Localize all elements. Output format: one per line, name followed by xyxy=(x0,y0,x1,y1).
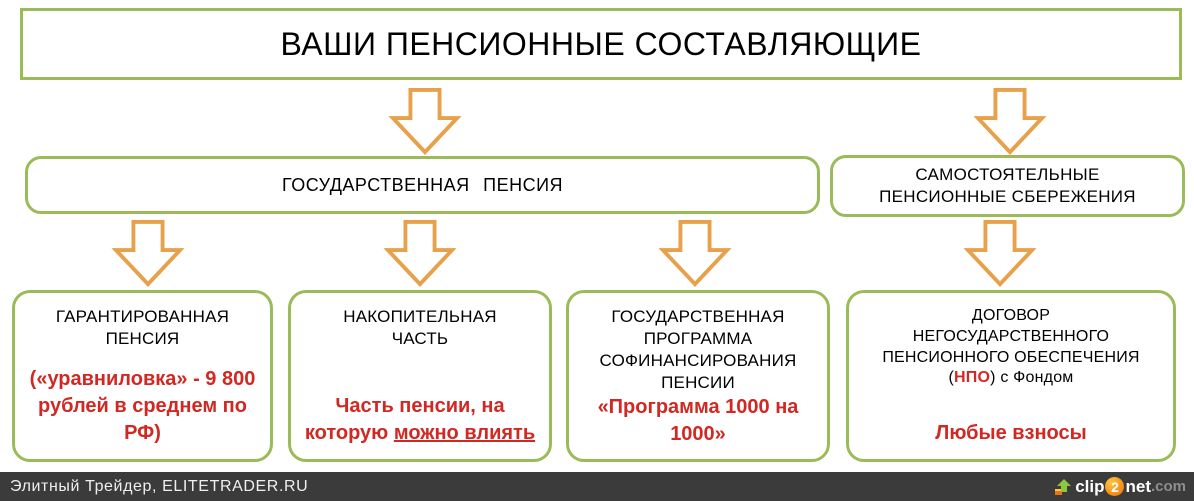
card-cofinancing-title: ГОСУДАРСТВЕННАЯ ПРОГРАММА СОФИНАНСИРОВАН… xyxy=(599,307,797,393)
footer-credit: Элитный Трейдер, ELITETRADER.RU xyxy=(10,477,309,495)
down-arrow-icon xyxy=(382,220,458,288)
state-pension-box: ГОСУДАРСТВЕННАЯ ПЕНСИЯ xyxy=(25,156,820,214)
card-guaranteed-note: («уравниловка» - 9 800 рублей в среднем … xyxy=(29,368,256,444)
logo-net-text: net xyxy=(1125,476,1151,496)
card-guaranteed-pension: ГАРАНТИРОВАННАЯ ПЕНСИЯ («уравниловка» - … xyxy=(12,290,273,462)
underlined-emphasis: можно влиять xyxy=(393,422,536,444)
card-cofinancing-program: ГОСУДАРСТВЕННАЯ ПРОГРАММА СОФИНАНСИРОВАН… xyxy=(566,290,830,462)
clip2net-arrow-icon xyxy=(1055,478,1072,495)
card-npo-subtitle: (НПО) с Фондом xyxy=(948,369,1074,387)
card-guaranteed-title: ГАРАНТИРОВАННАЯ ПЕНСИЯ xyxy=(55,307,230,349)
self-savings-label-line1: САМОСТОЯТЕЛЬНЫЕ xyxy=(915,164,1100,184)
down-arrow-icon xyxy=(972,88,1048,156)
logo-2-badge: 2 xyxy=(1105,477,1125,496)
card-npo-note: Любые взносы xyxy=(935,422,1087,444)
self-savings-label-line2: ПЕНСИОННЫЕ СБЕРЕЖЕНИЯ xyxy=(879,187,1136,206)
down-arrow-icon xyxy=(110,220,186,288)
card-npo-agreement: ДОГОВОР НЕГОСУДАРСТВЕННОГО ПЕНСИОННОГО О… xyxy=(846,290,1176,462)
down-arrow-icon xyxy=(657,220,733,288)
card-funded-part: НАКОПИТЕЛЬНАЯ ЧАСТЬ Часть пенсии, на кот… xyxy=(288,290,552,462)
card-funded-title: НАКОПИТЕЛЬНАЯ ЧАСТЬ xyxy=(343,307,497,349)
card-npo-title: ДОГОВОР НЕГОСУДАРСТВЕННОГО ПЕНСИОННОГО О… xyxy=(857,306,1165,389)
logo-clip-text: clip xyxy=(1075,476,1105,496)
page-title: ВАШИ ПЕНСИОННЫЕ СОСТАВЛЯЮЩИЕ xyxy=(280,25,922,62)
down-arrow-icon xyxy=(962,220,1038,288)
card-funded-note: Часть пенсии, на которую можно влиять xyxy=(304,395,536,444)
npo-abbreviation: НПО xyxy=(954,369,991,387)
down-arrow-icon xyxy=(387,88,463,156)
self-savings-box: САМОСТОЯТЕЛЬНЫЕ ПЕНСИОННЫЕ СБЕРЕЖЕНИЯ xyxy=(830,155,1185,217)
state-pension-label: ГОСУДАРСТВЕННАЯ ПЕНСИЯ xyxy=(281,174,564,195)
card-cofinancing-note: «Программа 1000 на 1000» xyxy=(597,396,799,446)
title-box: ВАШИ ПЕНСИОННЫЕ СОСТАВЛЯЮЩИЕ xyxy=(20,8,1182,80)
logo-com-text: .com xyxy=(1150,478,1186,495)
footer-bar: Элитный Трейдер, ELITETRADER.RU clip 2 n… xyxy=(0,472,1194,501)
clip2net-logo: clip 2 net .com xyxy=(1052,477,1194,497)
